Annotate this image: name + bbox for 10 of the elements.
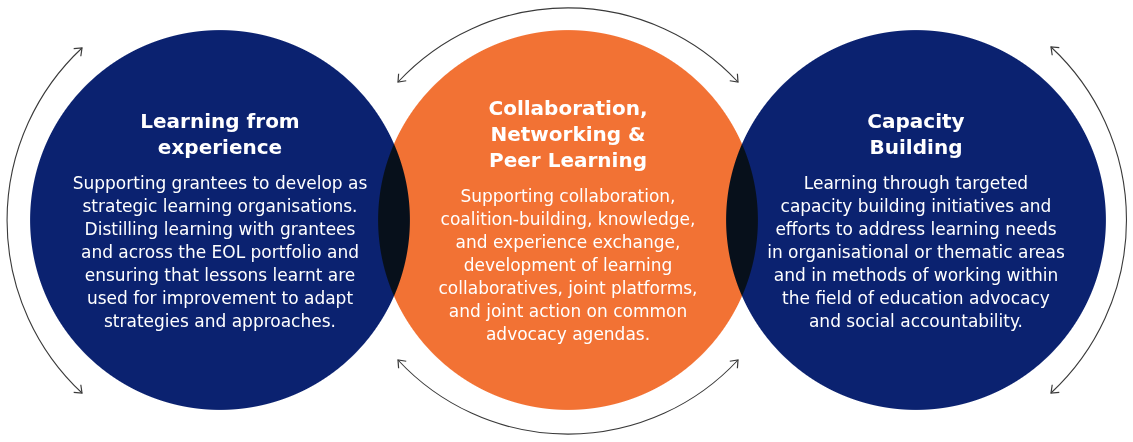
circle-heading: Capacity Building [866, 107, 966, 160]
curved-double-arrow [1050, 46, 1127, 394]
curved-double-arrow [397, 7, 739, 83]
circle-heading: Collaboration, Networking & Peer Learning [487, 94, 649, 173]
circle-heading: Learning from experience [139, 107, 301, 160]
circle-description: Supporting collaboration, coalition-building, knowledge, and experience exchange, development of learning collaboratives, joint platforms, and joint action on common advocacy agendas. [437, 184, 699, 346]
circle-description: Supporting grantees to develop as strategic learning organisations. Distilling learning with grantees and across the EOL portfolio and ensuring that lessons learnt are used for improvement to adapt strategies and approaches. [71, 171, 369, 333]
circle-description: Learning through targeted capacity building initiatives and efforts to address learning needs in organisational or thematic areas and in methods of working within the field of education advocacy and social accountability. [766, 171, 1066, 333]
curved-double-arrow [397, 359, 739, 435]
curved-double-arrow [7, 47, 83, 394]
